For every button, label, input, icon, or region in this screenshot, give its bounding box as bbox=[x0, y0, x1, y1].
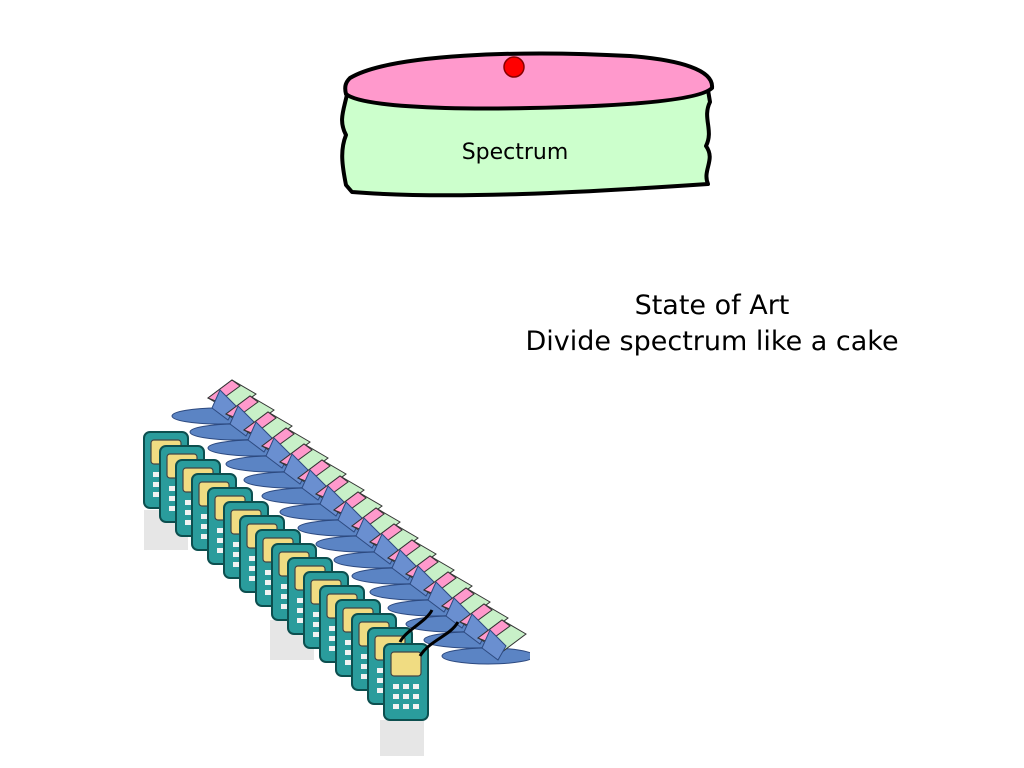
cake-top bbox=[343, 51, 715, 111]
caption: State of Art Divide spectrum like a cake bbox=[470, 288, 954, 360]
caption-title: State of Art bbox=[634, 290, 790, 321]
cake-body bbox=[340, 88, 712, 198]
cake-label: Spectrum bbox=[461, 140, 569, 165]
caption-subtitle: Divide spectrum like a cake bbox=[525, 326, 899, 357]
users-with-cake-slices bbox=[143, 379, 530, 756]
cake-dot bbox=[503, 56, 525, 78]
spectrum-cake-icon bbox=[340, 51, 715, 198]
cable-line bbox=[418, 621, 460, 657]
cable-line bbox=[398, 609, 434, 643]
